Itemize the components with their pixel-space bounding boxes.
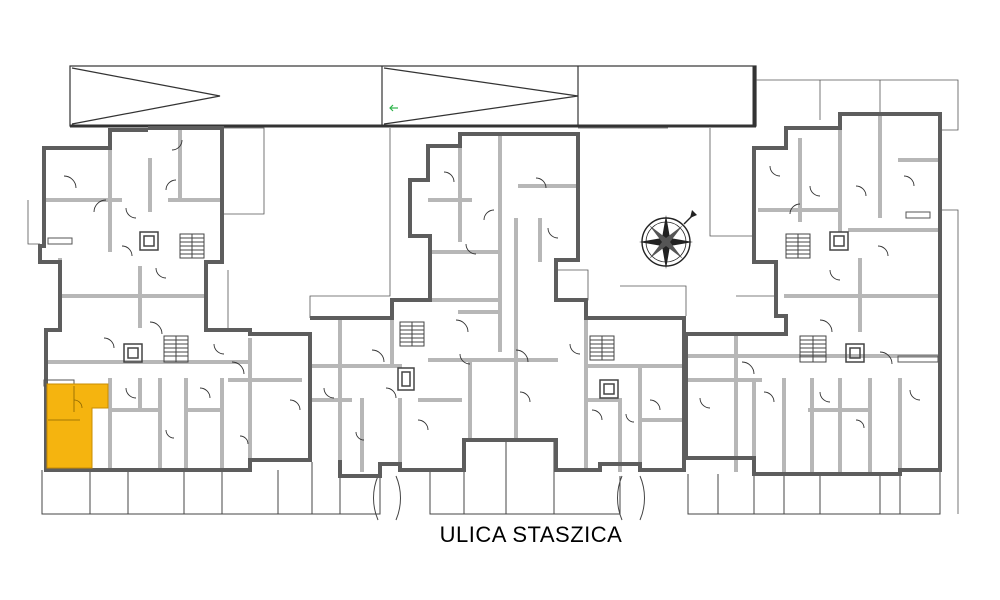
staircase-west-lower	[163, 335, 189, 363]
outer-walls	[38, 112, 942, 478]
compass-rose-icon	[639, 210, 697, 269]
elevator-east-lower	[845, 343, 865, 363]
site-lines	[27, 79, 959, 514]
elevator-centre-west	[397, 367, 415, 391]
staircase-centre-west	[399, 321, 425, 347]
green-arrow-marker-icon	[389, 104, 398, 112]
elevator-centre-east	[599, 379, 619, 399]
top-canopy	[69, 65, 757, 128]
elevator-east-upper	[829, 231, 849, 251]
elevator-west-lower	[123, 343, 143, 363]
elevator-west-upper	[139, 231, 159, 251]
interior-walls	[42, 114, 942, 472]
canopy-outline	[69, 65, 757, 127]
staircase-east-upper	[785, 233, 811, 259]
door-swings	[63, 139, 921, 445]
staircases	[163, 233, 827, 363]
staircase-centre-east	[589, 335, 615, 361]
elevators	[123, 231, 865, 399]
street-name-label: ULICA STASZICA	[439, 522, 623, 547]
staircase-west-upper	[179, 233, 205, 259]
highlighted-apartment[interactable]	[46, 383, 109, 469]
garden-plots	[41, 440, 941, 521]
staircase-east-lower	[799, 335, 827, 363]
